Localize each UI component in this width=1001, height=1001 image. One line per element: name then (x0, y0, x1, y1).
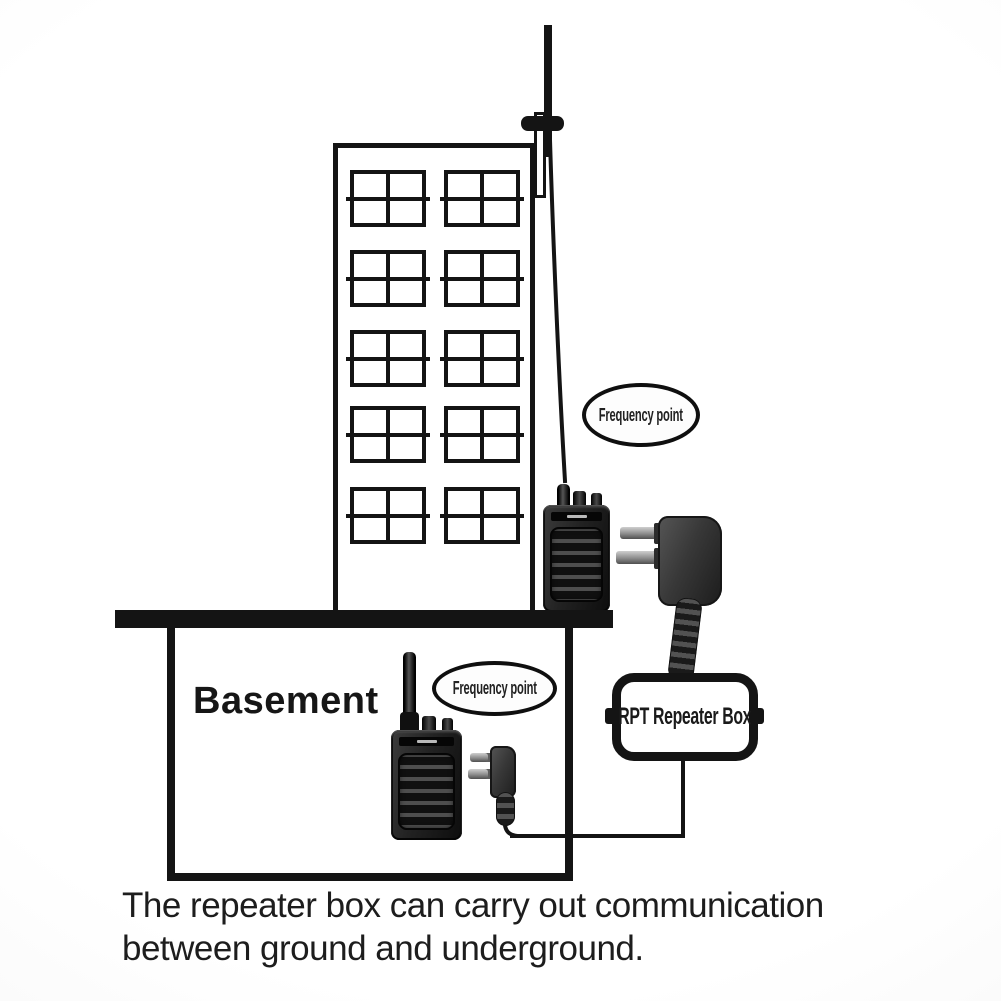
caption: The repeater box can carry out communica… (122, 884, 902, 970)
connector-pin-icon (616, 551, 662, 564)
two-pin-connector-upper (614, 514, 726, 684)
window (346, 487, 430, 544)
connector-strain-relief (496, 792, 515, 826)
walkie-talkie-upper (543, 484, 610, 612)
window (346, 406, 430, 463)
radio-knob (422, 716, 436, 732)
radio-knob (442, 718, 453, 732)
caption-line-1: The repeater box can carry out communica… (122, 886, 824, 925)
connector-pin-icon (620, 527, 662, 539)
antenna-mast-icon (544, 25, 552, 157)
two-pin-connector-lower (466, 744, 518, 830)
window (440, 487, 524, 544)
radio-speaker-grille (398, 753, 455, 830)
frequency-point-callout-lower: Frequency point (432, 661, 557, 716)
repeater-box-tab (605, 708, 615, 724)
radio-knob (591, 493, 602, 507)
repeater-box-tab (754, 708, 764, 724)
radio-body (391, 730, 462, 840)
window (440, 250, 524, 307)
radio-knob (573, 491, 586, 507)
window (440, 330, 524, 387)
frequency-point-callout-upper: Frequency point (582, 383, 700, 447)
rpt-repeater-box-label: RPT Repeater Box (618, 703, 752, 730)
radio-label-strip (551, 512, 602, 521)
radio-speaker-grille (550, 527, 603, 602)
window (440, 170, 524, 227)
connector-pin-icon (468, 769, 494, 779)
caption-line-2: between ground and underground. (122, 929, 644, 968)
radio-antenna-base (400, 712, 419, 734)
window (346, 250, 430, 307)
window (346, 330, 430, 387)
window (440, 406, 524, 463)
window (346, 170, 430, 227)
antenna-cable (547, 137, 568, 484)
frequency-point-label: Frequency point (598, 404, 684, 425)
radio-label-strip (399, 737, 454, 746)
walkie-talkie-lower (391, 650, 462, 840)
repeater-to-basement-cable (510, 760, 685, 838)
connector-pin-icon (470, 753, 494, 762)
building (333, 143, 535, 615)
ground-line (115, 610, 613, 628)
radio-body (543, 505, 610, 612)
connector-body (658, 516, 722, 606)
connector-body (490, 746, 516, 798)
basement-label: Basement (193, 680, 379, 722)
connector-strain-relief (667, 596, 703, 682)
antenna-crossbar (521, 116, 564, 131)
rpt-repeater-box: RPT Repeater Box (612, 673, 758, 761)
frequency-point-label: Frequency point (452, 678, 537, 698)
